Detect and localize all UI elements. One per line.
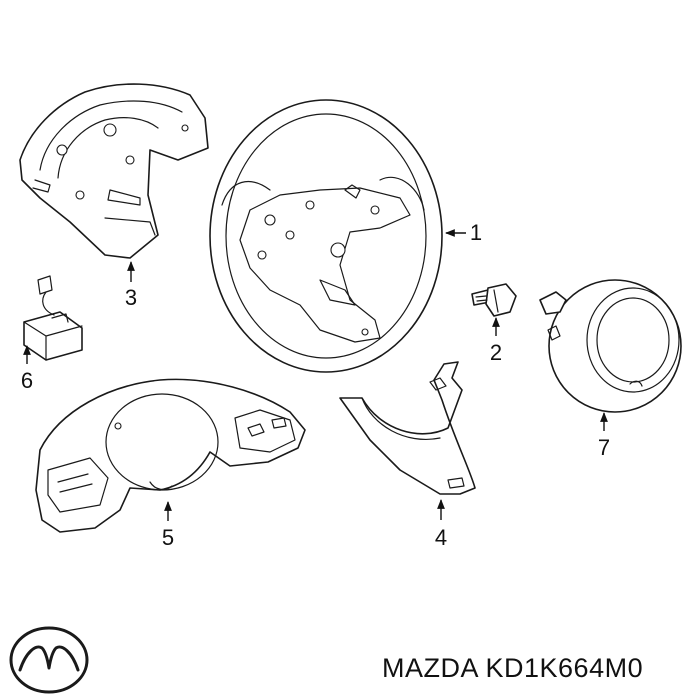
part-number-caption: MAZDA KD1K664M0 [382, 653, 644, 683]
rear-cover-part [19, 83, 209, 259]
airbag-module-part [539, 279, 682, 413]
callout-2-label: 2 [490, 340, 502, 365]
callout-3-label: 3 [125, 285, 137, 310]
callout-6-label: 6 [21, 368, 33, 393]
callout-7-label: 7 [598, 435, 610, 460]
bolt-part [471, 283, 517, 317]
callout-4-label: 4 [435, 525, 447, 550]
connector-module-part [23, 275, 83, 361]
mazda-logo-icon [9, 626, 89, 694]
callout-1-label: 1 [470, 220, 482, 245]
steering-wheel-part [209, 99, 443, 373]
lower-cover-part [339, 361, 476, 495]
callout-5-label: 5 [162, 525, 174, 550]
switch-assembly-part [35, 378, 306, 533]
